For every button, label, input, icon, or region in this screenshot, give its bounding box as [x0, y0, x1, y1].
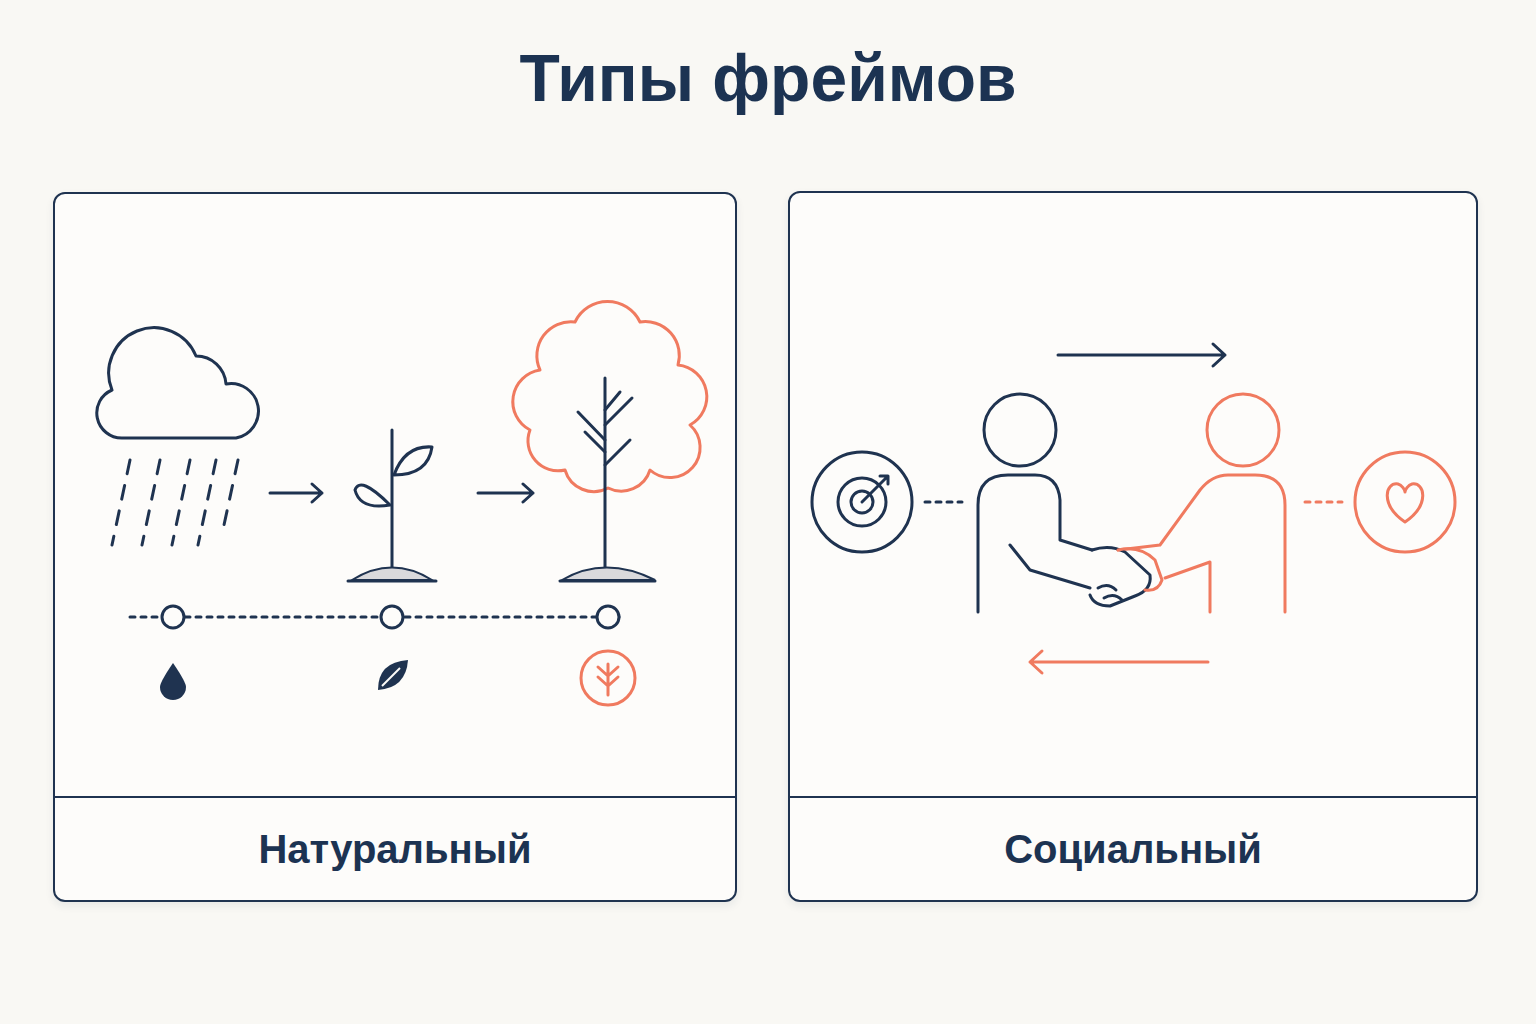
- frame-panel: Социальный: [788, 191, 1478, 902]
- frame-panel: Натуральный: [53, 192, 737, 902]
- panel-caption-band: Социальный: [790, 796, 1476, 900]
- panel-label: Натуральный: [258, 826, 531, 872]
- diagram-title: Типы фреймов: [0, 42, 1536, 115]
- panel-label: Социальный: [1004, 826, 1262, 872]
- panel-caption-band: Натуральный: [55, 796, 735, 900]
